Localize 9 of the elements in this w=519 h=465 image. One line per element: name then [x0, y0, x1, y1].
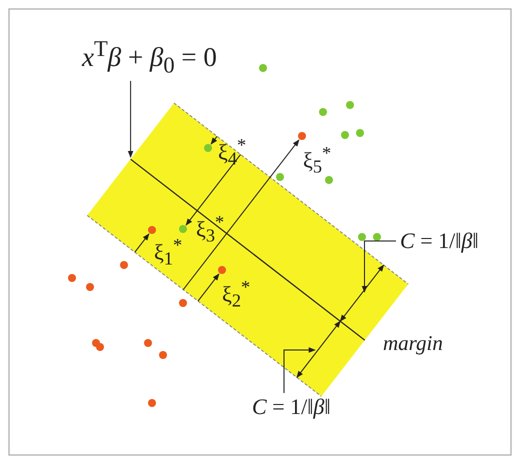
- formula-label: C = 1/‖β‖: [252, 396, 331, 418]
- leader-line: [284, 347, 316, 394]
- formula-label: C = 1/‖β‖: [400, 230, 479, 252]
- equation-label: x$^{T}$β + β$_{0}$ = 0: [82, 38, 217, 77]
- margin-half-line: [296, 320, 341, 378]
- leader-line: [362, 240, 396, 293]
- margin-half-line: [340, 264, 384, 322]
- margin-label: margin: [383, 333, 443, 354]
- leader-line: [128, 80, 134, 158]
